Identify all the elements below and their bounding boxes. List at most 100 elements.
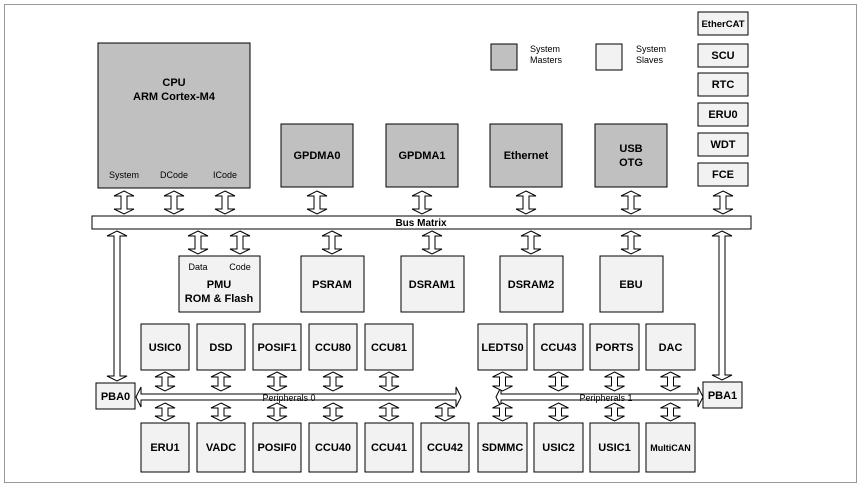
dsram2-arrow bbox=[520, 230, 542, 255]
pba0-arrow bbox=[106, 230, 128, 382]
ports-label: PORTS bbox=[596, 342, 634, 354]
ccu42-box bbox=[420, 422, 470, 473]
posif1-label: POSIF1 bbox=[257, 342, 296, 354]
cpu-icode-arrow bbox=[214, 190, 236, 215]
dsram1-block: DSRAM1 bbox=[400, 255, 465, 313]
ccu43-box bbox=[533, 323, 584, 371]
gpdma1-box bbox=[385, 123, 459, 188]
usb-otg-arrow bbox=[620, 190, 642, 215]
legend-slaves-swatch bbox=[595, 43, 623, 71]
peripherals-0-bus bbox=[135, 386, 462, 408]
p1-bottom-arrow-2 bbox=[604, 402, 625, 422]
posif0-label: POSIF0 bbox=[257, 442, 296, 454]
usic2-box bbox=[533, 422, 584, 473]
ebu-box bbox=[599, 255, 664, 313]
cpu-box bbox=[97, 42, 251, 189]
legend-masters-line1: System bbox=[530, 44, 560, 54]
usic2-label: USIC2 bbox=[542, 442, 574, 454]
pba0-box bbox=[95, 382, 136, 410]
eru1-label: ERU1 bbox=[150, 442, 179, 454]
eru0-label: ERU0 bbox=[708, 109, 737, 121]
peripherals-1-label: Peripherals 1 bbox=[579, 393, 632, 403]
sdmmc-box bbox=[477, 422, 528, 473]
p0-top-arrow-4 bbox=[378, 371, 400, 392]
cpu-title: CPU bbox=[162, 77, 185, 89]
side-column: EtherCAT SCU RTC ERU0 WDT FCE bbox=[697, 11, 749, 187]
gpdma0-box bbox=[280, 123, 354, 188]
peripherals-0-label: Peripherals 0 bbox=[262, 393, 315, 403]
peripherals-1-top-row: LEDTS0 CCU43 PORTS DAC bbox=[477, 323, 696, 371]
dsram1-label: DSRAM1 bbox=[409, 279, 455, 291]
ethercat-box bbox=[697, 11, 749, 36]
gpdma1-block: GPDMA1 bbox=[385, 123, 459, 188]
rtc-box bbox=[697, 72, 749, 97]
side-column-arrow bbox=[712, 190, 734, 215]
scu-box bbox=[697, 43, 749, 68]
rtc-label: RTC bbox=[712, 79, 735, 91]
posif0-box bbox=[252, 422, 302, 473]
cpu-subtitle: ARM Cortex-M4 bbox=[133, 91, 216, 103]
cpu-block: CPU ARM Cortex-M4 System DCode ICode bbox=[97, 42, 251, 189]
posif1-box bbox=[252, 323, 302, 371]
cpu-dcode-arrow bbox=[163, 190, 185, 215]
ccu40-box bbox=[308, 422, 358, 473]
p1-top-arrow-1 bbox=[548, 371, 569, 392]
dsd-box bbox=[196, 323, 246, 371]
usic1-label: USIC1 bbox=[598, 442, 630, 454]
usb-otg-block: USB OTG bbox=[594, 123, 668, 188]
dsram2-label: DSRAM2 bbox=[508, 279, 554, 291]
dsram2-box bbox=[499, 255, 564, 313]
ccu41-label: CCU41 bbox=[371, 442, 407, 454]
usb-label: USB bbox=[619, 143, 642, 155]
peripherals-1-bottom-row: SDMMC USIC2 USIC1 MultiCAN bbox=[477, 422, 696, 473]
cpu-port-icode: ICode bbox=[213, 170, 237, 180]
sdmmc-label: SDMMC bbox=[482, 442, 524, 454]
ccu42-label: CCU42 bbox=[427, 442, 463, 454]
psram-block: PSRAM bbox=[300, 255, 365, 313]
gpdma0-label: GPDMA0 bbox=[293, 150, 340, 162]
usb-otg-box bbox=[594, 123, 668, 188]
pmu-block: Data Code PMU ROM & Flash bbox=[178, 255, 261, 313]
legend: System Masters System Slaves bbox=[490, 43, 666, 71]
bus-matrix: Bus Matrix bbox=[91, 215, 752, 230]
usic0-box bbox=[140, 323, 190, 371]
gpdma0-arrow bbox=[306, 190, 328, 215]
p0-bottom-arrow-4 bbox=[378, 402, 400, 422]
peripherals-0-top-row: USIC0 DSD POSIF1 CCU80 CCU81 bbox=[140, 323, 414, 371]
pmu-title: PMU bbox=[207, 279, 232, 291]
dsram2-block: DSRAM2 bbox=[499, 255, 564, 313]
pba1-block: PBA1 bbox=[702, 381, 743, 409]
cpu-port-system: System bbox=[109, 170, 139, 180]
bus-matrix-label: Bus Matrix bbox=[395, 218, 447, 229]
p1-top-arrow-2 bbox=[604, 371, 625, 392]
vadc-label: VADC bbox=[206, 442, 236, 454]
pba1-box bbox=[702, 381, 743, 409]
psram-arrow bbox=[321, 230, 343, 255]
pmu-port-code: Code bbox=[229, 262, 251, 272]
eru0-box bbox=[697, 102, 749, 127]
ccu42-arrow bbox=[434, 402, 456, 422]
ethernet-label: Ethernet bbox=[504, 150, 549, 162]
dac-label: DAC bbox=[659, 342, 683, 354]
p0-top-arrow-2 bbox=[266, 371, 288, 392]
otg-label: OTG bbox=[619, 157, 643, 169]
pba0-label: PBA0 bbox=[101, 391, 130, 403]
psram-label: PSRAM bbox=[312, 279, 352, 291]
pba1-label: PBA1 bbox=[708, 390, 737, 402]
legend-slaves-line1: System bbox=[636, 44, 666, 54]
ethercat-label: EtherCAT bbox=[701, 19, 744, 30]
eru1-box bbox=[140, 422, 190, 473]
pmu-data-arrow bbox=[187, 230, 209, 255]
gpdma1-arrow bbox=[411, 190, 433, 215]
multican-label: MultiCAN bbox=[650, 443, 691, 453]
dsram1-arrow bbox=[421, 230, 443, 255]
ebu-block: EBU bbox=[599, 255, 664, 313]
pba1-arrow bbox=[711, 230, 733, 381]
psram-box bbox=[300, 255, 365, 313]
p1-top-arrow-0 bbox=[492, 371, 513, 392]
ccu43-label: CCU43 bbox=[540, 342, 576, 354]
ebu-label: EBU bbox=[619, 279, 642, 291]
vadc-box bbox=[196, 422, 246, 473]
gpdma0-block: GPDMA0 bbox=[280, 123, 354, 188]
